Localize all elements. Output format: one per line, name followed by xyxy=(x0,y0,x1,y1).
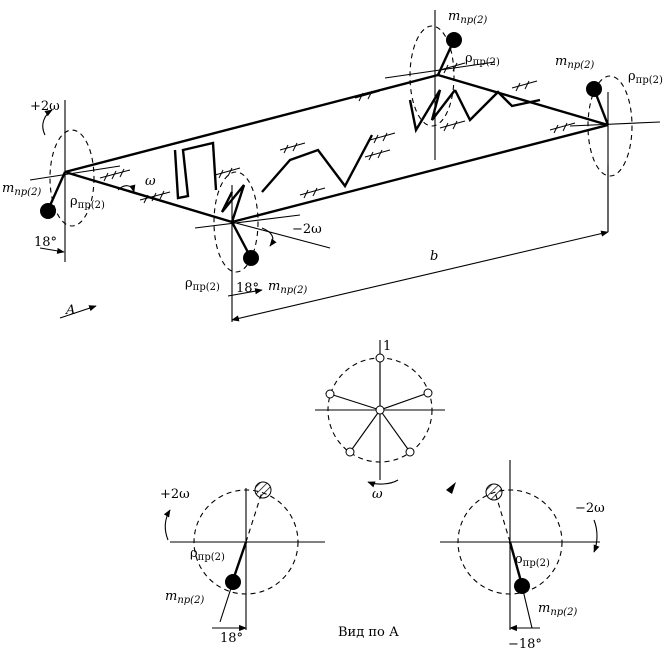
left-horizontal-axis xyxy=(29,165,121,181)
shaft-assembly xyxy=(64,73,609,224)
right-view-arm xyxy=(508,541,524,586)
right-view-radius-label: ρпр(2) xyxy=(515,552,550,569)
crank-3 xyxy=(261,134,374,193)
front-horizontal-axis xyxy=(194,214,301,229)
crank-1 xyxy=(173,141,218,200)
neg2omega-label: −2ω xyxy=(292,222,322,237)
right-radius-label: ρпр(2) xyxy=(628,69,663,86)
left-view-omega-label: +2ω xyxy=(160,487,190,502)
mass-weights xyxy=(40,32,610,266)
b-label: b xyxy=(430,249,438,264)
crank-2 xyxy=(220,184,246,223)
left-view-mass-label: mпр(2) xyxy=(165,589,204,606)
front-angle-label: 18° xyxy=(236,281,259,296)
left-radius-label: ρпр(2) xyxy=(70,194,105,211)
rotation-ellipses xyxy=(49,25,633,273)
right-horizontal-axis xyxy=(569,121,661,127)
right-connector xyxy=(437,73,609,127)
left-view-radius-label: ρпр(2) xyxy=(190,546,225,563)
right-mass xyxy=(586,81,602,97)
left-mass xyxy=(40,203,56,219)
left-angle-label: 18° xyxy=(34,235,57,250)
left-view-hatched-mass xyxy=(254,481,272,499)
b-dimension-line xyxy=(231,230,609,322)
star-point-5 xyxy=(405,447,415,457)
motion-arrows xyxy=(39,109,609,322)
front-mass-label: mпр(2) xyxy=(268,279,307,296)
phase-star: 1 ω xyxy=(315,339,445,502)
left-rotation-ellipse xyxy=(49,129,95,227)
star-label-1: 1 xyxy=(383,339,391,354)
front-mass xyxy=(243,250,259,266)
omega-rotation-arrow xyxy=(117,184,136,193)
left-rotation-arrow xyxy=(42,109,53,136)
right-view-mass-label: mпр(2) xyxy=(538,601,577,618)
top-mass xyxy=(446,32,462,48)
view-direction-arrow xyxy=(59,305,97,319)
rear-shaft xyxy=(64,73,439,174)
view-arrow-label: A xyxy=(65,303,75,318)
right-view-hatched-mass xyxy=(485,483,503,501)
left-connector xyxy=(64,170,233,224)
left-view-arm xyxy=(231,541,248,581)
top-rotation-ellipse xyxy=(409,25,455,127)
left-view-angle-label: 18° xyxy=(220,631,243,646)
left-mass-label: mпр(2) xyxy=(2,181,41,198)
right-view-omega-label: −2ω xyxy=(575,501,605,516)
right-mass-label: mпр(2) xyxy=(555,54,594,71)
right-rotation-ellipse xyxy=(587,75,633,177)
front-radius-label: ρпр(2) xyxy=(185,276,220,293)
left-omega-label: +2ω xyxy=(30,99,60,114)
star-point-2 xyxy=(325,389,335,399)
crank-5 xyxy=(453,89,541,123)
top-mass-label: mпр(2) xyxy=(448,9,487,26)
front-shaft xyxy=(231,123,609,224)
right-view-small-arrow xyxy=(446,482,456,494)
star-point-3 xyxy=(423,388,433,398)
right-view-circle: −2ω ρпр(2) mпр(2) −18° xyxy=(440,460,605,652)
star-point-1 xyxy=(375,353,385,363)
bearing-supports xyxy=(99,62,576,204)
top-labels: +2ω ω −2ω b A mпр(2) mпр(2) mпр(2) mпр(2… xyxy=(2,9,663,318)
star-center xyxy=(375,405,385,415)
left-view-circle: +2ω ρпр(2) mпр(2) 18° xyxy=(160,481,325,646)
caption-view-a: Вид по А xyxy=(338,625,399,640)
left-view-rotation-arrow xyxy=(163,509,171,541)
right-view-angle-label: −18° xyxy=(508,637,542,652)
star-omega-label: ω xyxy=(372,487,383,502)
left-angle-arrow xyxy=(39,247,65,254)
top-radius-label: ρпр(2) xyxy=(465,51,500,68)
star-point-4 xyxy=(345,447,355,457)
crank-4 xyxy=(408,89,456,134)
omega-label: ω xyxy=(145,174,156,189)
star-rotation-arrow xyxy=(367,479,399,488)
right-view-rotation-arrow xyxy=(593,519,600,553)
